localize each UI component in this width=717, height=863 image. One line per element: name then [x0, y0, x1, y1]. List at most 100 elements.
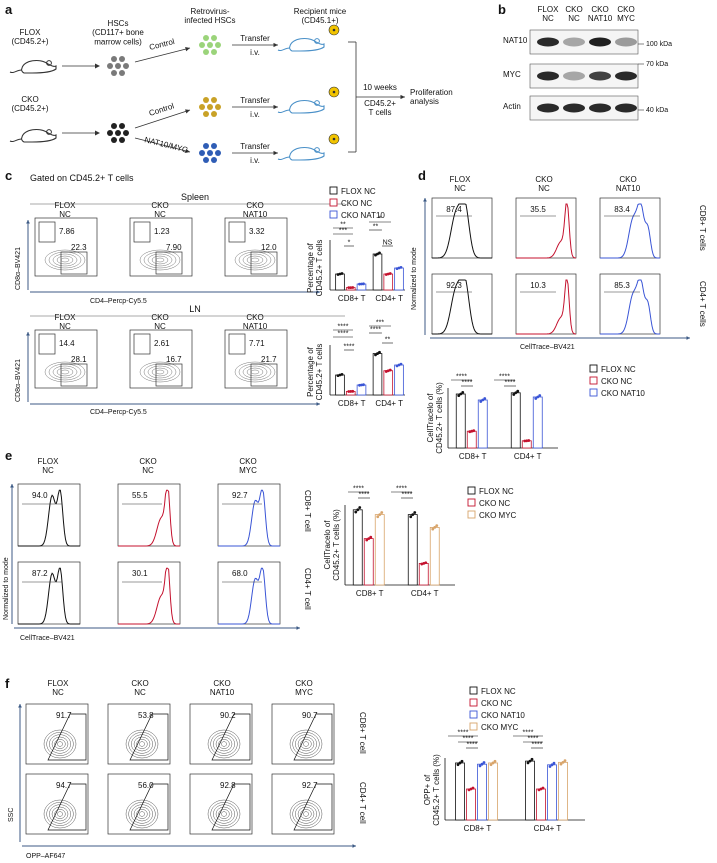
- blot-band: [589, 37, 611, 47]
- mouse-body: [21, 128, 57, 143]
- flow-plot-spleen: [129, 217, 193, 277]
- legend-swatch: [329, 210, 338, 219]
- histogram-panel: [217, 561, 281, 625]
- histogram-panel: [17, 561, 81, 625]
- contour: [52, 365, 78, 379]
- legend-swatch: [469, 710, 478, 719]
- contour: [46, 732, 74, 756]
- panel-d-letter: d: [418, 168, 426, 183]
- contour: [139, 249, 181, 271]
- bar-ylabel: CellTracelo ofCD45.2+ T cells (%): [426, 382, 444, 454]
- legend-swatch: [589, 364, 598, 373]
- gate-value: 28.1: [71, 355, 87, 364]
- retro-gold-dots: [211, 111, 217, 117]
- transfer-arrow-head: [273, 104, 278, 110]
- mouse-ear: [314, 100, 320, 106]
- row-label: CD8+ T cell: [303, 490, 312, 532]
- cells-label: CD45.2+T cells: [364, 99, 396, 117]
- data-point: [491, 761, 495, 765]
- contour: [242, 365, 268, 379]
- gate-value: 53.8: [138, 711, 154, 720]
- panel-b-letter: b: [498, 2, 506, 17]
- data-point: [516, 389, 520, 393]
- data-point: [351, 389, 355, 393]
- histogram-curve: [18, 489, 80, 547]
- arrow-head: [95, 130, 100, 136]
- data-point: [479, 400, 483, 403]
- data-point: [471, 786, 475, 790]
- data-point: [431, 527, 435, 531]
- gate-polygon: [293, 783, 333, 831]
- panel-e-letter: e: [5, 448, 12, 463]
- transfer-arrow-head: [273, 150, 278, 156]
- contour: [242, 253, 268, 267]
- data-point: [360, 282, 363, 286]
- nat10myc-label: NAT10/MYC: [144, 135, 189, 155]
- data-point: [347, 286, 351, 290]
- histogram-value: 68.0: [232, 569, 248, 578]
- gate-value: 7.90: [166, 243, 182, 252]
- gate-value: 21.7: [261, 355, 277, 364]
- contour: [292, 732, 320, 756]
- sig-label: ****: [402, 492, 413, 499]
- sig-label: ***: [376, 320, 384, 327]
- data-point: [349, 390, 353, 393]
- data-point: [514, 391, 518, 395]
- mw-marker: 40 kDa: [646, 107, 668, 114]
- bar: [536, 788, 546, 821]
- cko-mouse-icon: [9, 128, 57, 143]
- sig-label: ****: [370, 327, 381, 334]
- legend-item: FLOX NC: [341, 187, 376, 196]
- contour: [51, 736, 69, 752]
- bar: [455, 393, 466, 449]
- histogram-value: 87.4: [446, 205, 462, 214]
- bar: [547, 764, 557, 821]
- contour: [139, 811, 145, 817]
- iv-label: i.v.: [250, 48, 260, 57]
- legend-item: FLOX NC: [481, 687, 516, 696]
- cko-label: CKO(CD45.2+): [11, 95, 48, 113]
- transfer-label: Transfer: [240, 96, 270, 105]
- x-axis-label: CellTrace–BV421: [20, 635, 75, 642]
- gate-value: 91.7: [56, 711, 72, 720]
- y-axis-arrow-head: [26, 332, 30, 336]
- blot-band: [537, 37, 559, 47]
- contour: [44, 361, 86, 383]
- legend-swatch: [589, 376, 598, 385]
- retro-green-dots: [215, 42, 221, 48]
- category-label: CD4+ T: [411, 589, 439, 598]
- data-point: [480, 762, 484, 766]
- retro-gold-dots: [203, 97, 209, 103]
- contour: [207, 799, 241, 829]
- sig-label: *: [348, 240, 351, 247]
- legend-item: CKO MYC: [479, 511, 517, 520]
- data-point: [433, 526, 437, 529]
- legend-item: CKO NC: [341, 199, 372, 208]
- histogram-curve: [600, 279, 661, 335]
- mouse-body: [289, 99, 325, 114]
- sig-label: ****: [353, 486, 364, 493]
- gate-cd4: [60, 251, 88, 275]
- legend-swatch: [329, 198, 338, 207]
- weeks-arrow-head: [400, 94, 405, 100]
- retro-green-dots: [203, 49, 209, 55]
- gate-value: 94.7: [56, 781, 72, 790]
- data-point: [369, 535, 373, 539]
- contour: [218, 809, 230, 819]
- gate-polygon: [47, 783, 87, 831]
- bar: [383, 273, 394, 291]
- cd4-axis-label: CD4–Percp-Cy5.5: [90, 409, 147, 416]
- arrow-control-cko: [134, 109, 191, 129]
- data-point: [459, 392, 463, 396]
- data-point: [365, 538, 369, 542]
- hsc-cko-dots: [111, 123, 117, 129]
- hsc-flox-dots: [111, 56, 117, 62]
- retro-blue-dots: [211, 143, 217, 149]
- arrow-nat10-head: [185, 148, 190, 153]
- bar-ylabel: Percentage ofCD45.2+ T cells: [306, 240, 324, 297]
- mouse-body: [21, 59, 57, 74]
- histogram-curve: [600, 203, 661, 259]
- retro-blue-dots: [211, 157, 217, 163]
